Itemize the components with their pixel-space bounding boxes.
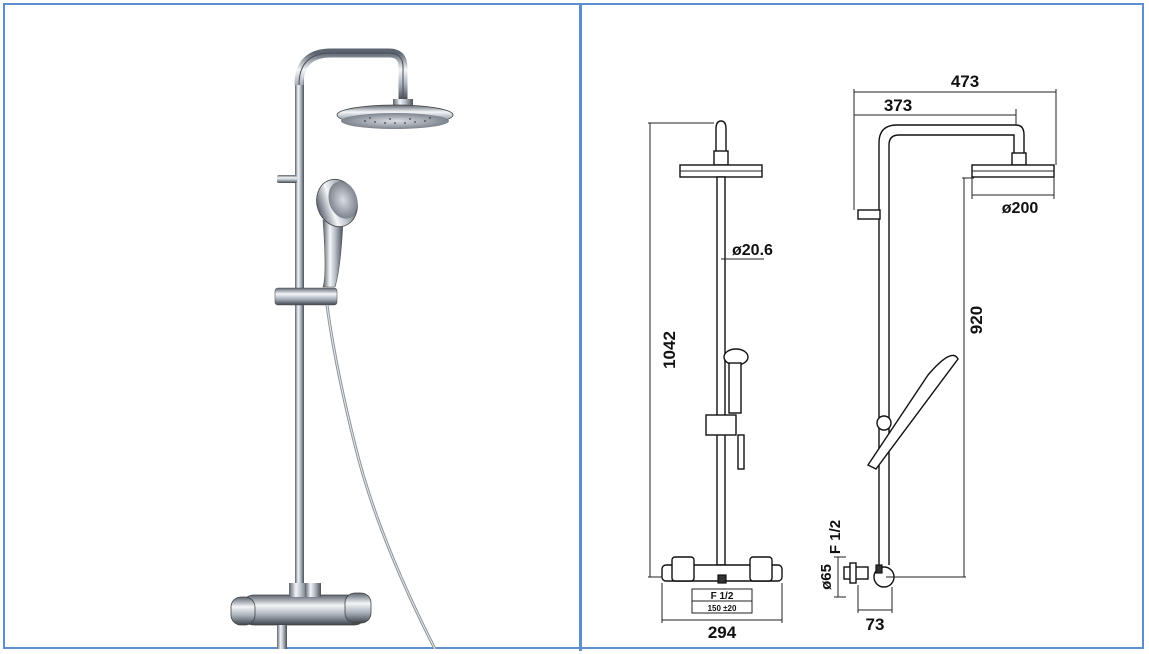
- slider-holder: [274, 287, 338, 306]
- outer-frame: [3, 3, 1144, 649]
- dim-inlet-spacing: 150 ±20: [708, 604, 737, 613]
- dim-base-width: 294: [708, 623, 737, 642]
- dim-head-diameter: ø200: [1002, 200, 1039, 217]
- side-view: 473 373 ø200 920 F 1/2 ø65: [818, 72, 1057, 634]
- dim-vertical-length: 920: [967, 306, 986, 334]
- front-inlet-label: F 1/2: [711, 591, 734, 602]
- front-view: 1042 ø20.6 294 F 1/2 150 ±20: [648, 120, 783, 642]
- dim-height-total: 1042: [660, 331, 679, 369]
- riser-pipe: [295, 77, 304, 597]
- dimension-drawing: 1042 ø20.6 294 F 1/2 150 ±20: [648, 72, 1057, 642]
- thermostatic-mixer: [230, 583, 372, 649]
- dim-pipe-diameter: ø20.6: [732, 242, 773, 259]
- shower-column-illustration: [230, 48, 454, 650]
- hand-shower: [316, 178, 358, 288]
- dim-outer-reach: 473: [951, 72, 979, 91]
- shower-arm: [294, 48, 408, 101]
- dim-wall-offset: 73: [866, 615, 885, 634]
- dim-inner-reach: 373: [884, 96, 912, 115]
- product-photo-panel: [5, 5, 579, 650]
- side-inlet-label: F 1/2: [827, 520, 844, 554]
- technical-drawing-panel: 1042 ø20.6 294 F 1/2 150 ±20: [582, 5, 1142, 649]
- panel-divider: [579, 3, 582, 651]
- dim-body-diameter: ø65: [818, 564, 835, 590]
- upper-bracket: [277, 175, 297, 183]
